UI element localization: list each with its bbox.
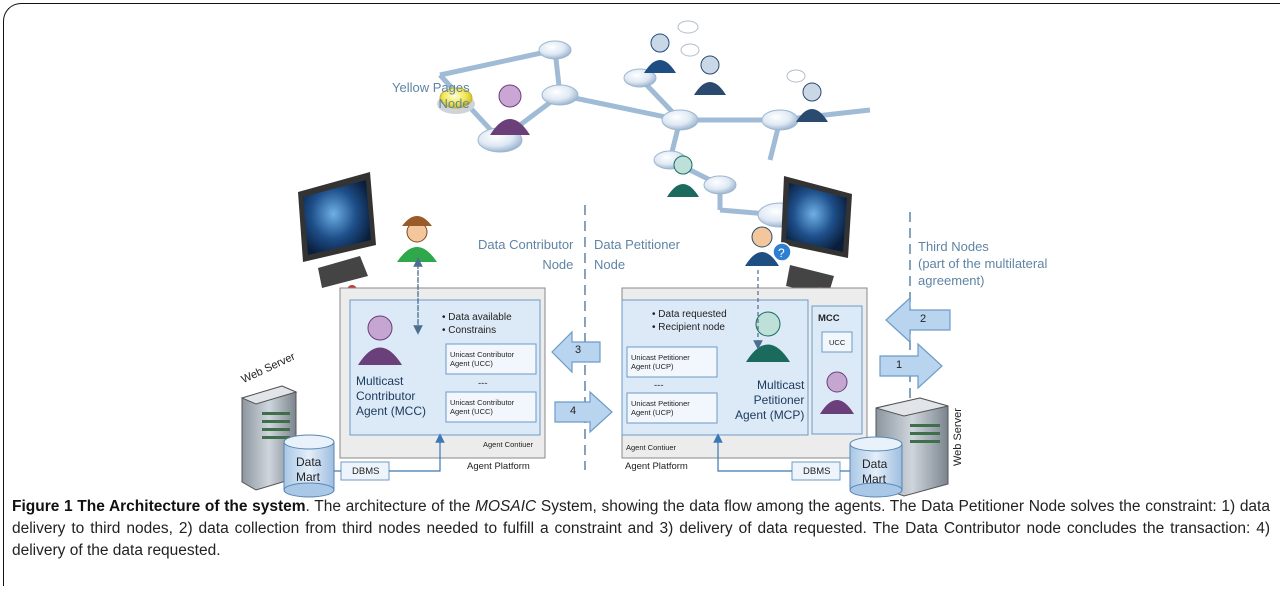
user-person-icon (786, 69, 828, 122)
arrow-2-label: 2 (920, 313, 927, 325)
data-petitioner-node-label: Data Petitioner Node (594, 237, 680, 272)
contributor-bullets: • Data available • Constrains (442, 312, 512, 336)
yellow-pages-node-icon (437, 87, 475, 114)
svg-text:?: ? (778, 246, 785, 260)
data-mart-left-icon (283, 434, 335, 498)
arrow-2-flow (885, 296, 951, 344)
agent-platform-right-label: Agent Platform (625, 461, 688, 472)
ucc-box-label: UCC (829, 338, 846, 347)
dbms-left-box (334, 433, 445, 481)
dbms-right-label: DBMS (803, 466, 831, 477)
arrow-3-label: 3 (575, 344, 582, 356)
agent-platform-left (339, 257, 546, 459)
petitioner-bullets: • Data requested • Recipient node (652, 309, 727, 333)
mcc-agent-person-icon (358, 315, 402, 365)
ucc-dashes: --- (478, 378, 488, 389)
monitor-left-icon (298, 172, 376, 295)
data-mart-left-label: Data Mart (296, 455, 322, 484)
web-server-left-icon (240, 385, 298, 491)
user-person-icon (680, 43, 726, 95)
figure-caption: Figure 1 The Architecture of the system.… (12, 496, 1270, 562)
mcp-agent-label: Multicast Petitioner Agent (MCP) (735, 378, 805, 422)
ucp-top-label: Unicast Petitioner Agent (UCP) (631, 353, 690, 371)
ucc-bottom-label: Unicast Contributor Agent (UCC) (450, 398, 515, 416)
ucc-top-label: Unicast Contributor Agent (UCC) (450, 350, 515, 368)
figure-frame (3, 3, 1280, 586)
user-person-icon (667, 155, 699, 197)
user-person-icon (644, 20, 699, 73)
mcc-box-label: MCC (818, 313, 840, 324)
agent-container-left-label: Agent Contiuer (483, 440, 534, 449)
arrow-1-label: 1 (896, 359, 903, 371)
arrow-4-flow (554, 390, 613, 434)
caption-text-b: System, showing the data flow among the … (12, 498, 1270, 559)
caption-title: Figure 1 The Architecture of the system (12, 498, 306, 515)
monitor-right-icon (781, 176, 852, 297)
agent-platform-right (621, 270, 868, 459)
agent-container-right-label: Agent Contiuer (626, 443, 677, 452)
dbms-right-box (713, 433, 850, 481)
arrow-1-flow (879, 342, 943, 390)
arrow-4-label: 4 (570, 405, 577, 417)
network-users (490, 20, 828, 197)
yellow-pages-label: Yellow Pages Node (392, 80, 470, 111)
agent-platform-left-label: Agent Platform (467, 461, 530, 472)
mcc-person-icon (820, 371, 854, 414)
data-contributor-node-label: Data Contributor Node (478, 237, 574, 272)
caption-italic: MOSAIC (475, 498, 537, 515)
ucp-bottom-label: Unicast Petitioner Agent (UCP) (631, 399, 690, 417)
caption-text-a: . The architecture of the (305, 498, 476, 515)
data-mart-right-label: Data Mart (862, 457, 888, 486)
data-mart-right-icon (849, 436, 903, 498)
mcc-agent-label: Multicast Contributor Agent (MCC) (356, 374, 427, 418)
doctor-user-icon (397, 216, 437, 262)
third-nodes-label: Third Nodes (part of the multilateral ag… (918, 239, 1048, 288)
arrow-3-flow (551, 330, 601, 374)
dbms-left-label: DBMS (352, 466, 380, 477)
question-user-icon: ? (745, 226, 792, 266)
network-graph (438, 40, 871, 228)
user-person-icon (490, 84, 530, 135)
web-server-right-label: Web Server (952, 408, 964, 466)
ucp-dashes: --- (654, 380, 664, 391)
